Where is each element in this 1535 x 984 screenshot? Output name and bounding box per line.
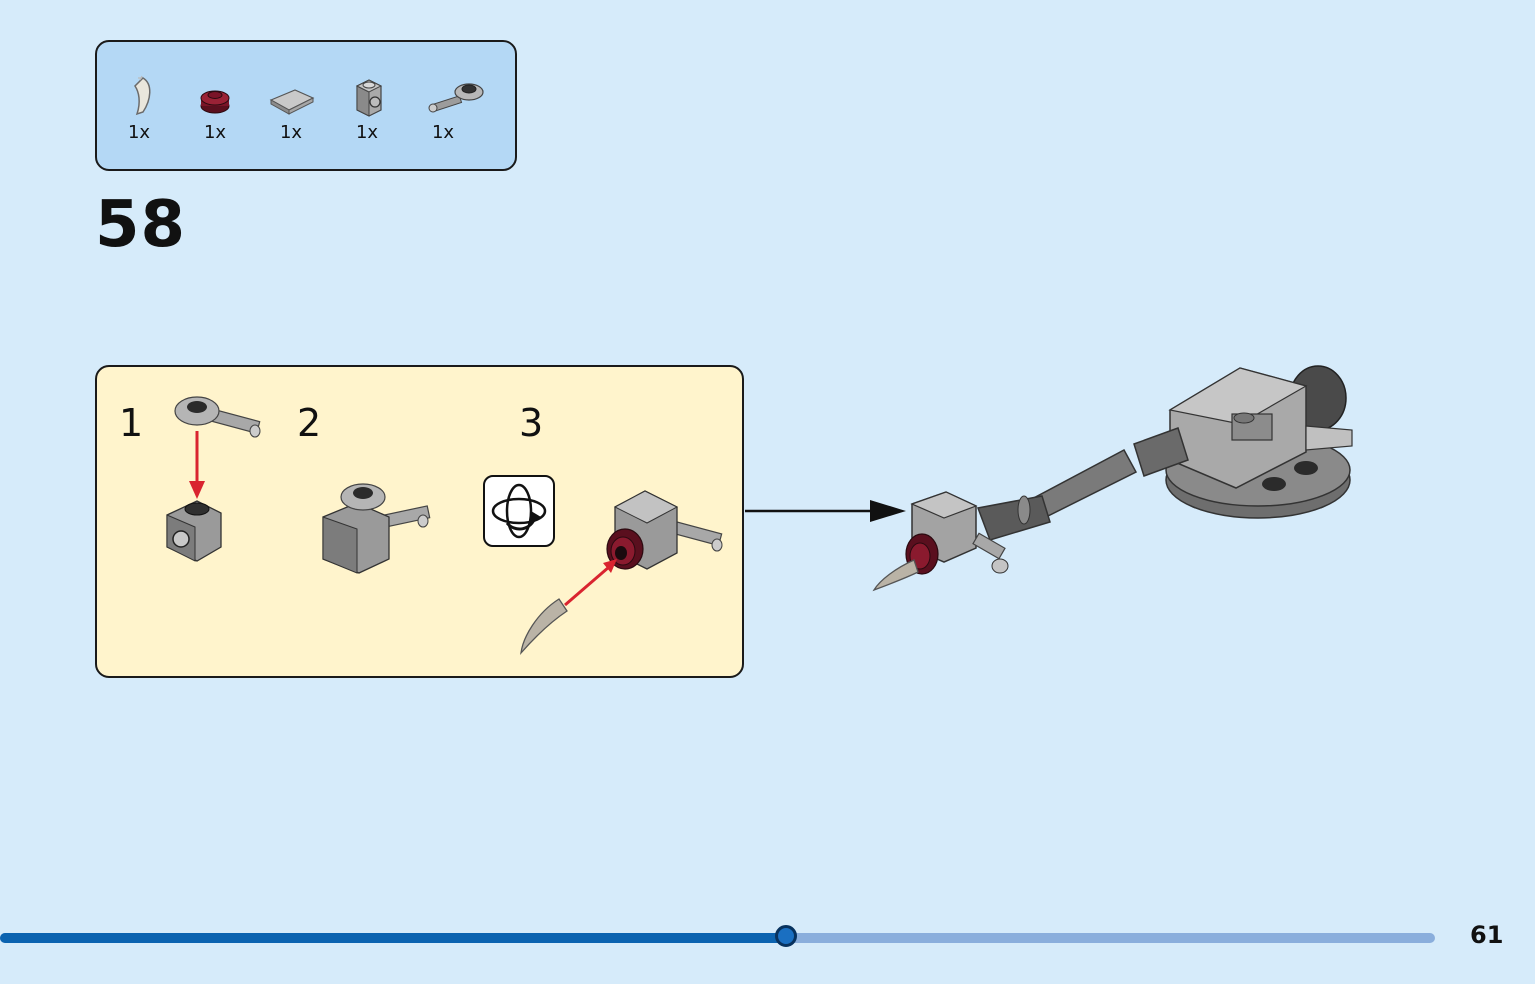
substep-2-assembly [322, 483, 431, 574]
parts-list-item: 1x [337, 72, 397, 147]
part-quantity: 1x [431, 122, 455, 143]
part-quantity: 1x [355, 122, 379, 143]
round-plate-icon [200, 90, 230, 114]
step-number: 58 [95, 188, 187, 262]
plate-with-bar-icon [428, 83, 484, 113]
sub-step-number: 2 [297, 401, 322, 445]
brick-with-stud-icon [355, 79, 383, 117]
progress-bar [0, 925, 1435, 947]
page-number: 61 [1470, 921, 1504, 949]
sub-assembly-illustration [166, 396, 723, 656]
model-claw [872, 491, 1009, 592]
rotate-model-icon [483, 475, 555, 547]
sub-step-number: 1 [119, 401, 144, 445]
model-base [1165, 365, 1353, 519]
progress-indicator [775, 925, 798, 947]
sub-assembly-box: 1 2 3 [95, 365, 744, 678]
parts-list-item: 1x [109, 72, 169, 147]
flat-tile-icon [269, 89, 315, 115]
callout-arrow [745, 500, 906, 522]
substep-3-assembly [520, 490, 723, 656]
part-quantity: 1x [127, 122, 151, 143]
parts-list-item: 1x [413, 72, 484, 147]
model-arm [976, 427, 1189, 541]
sub-step-number: 3 [519, 401, 544, 445]
part-quantity: 1x [279, 122, 303, 143]
substep-1-parts [166, 396, 261, 562]
parts-list-item: 1x [185, 72, 245, 147]
parts-list-box: 1x 1x 1x 1x [95, 40, 517, 171]
part-quantity: 1x [203, 122, 227, 143]
parts-list-item: 1x [261, 72, 321, 147]
progress-fill [0, 933, 787, 943]
tooth-piece-icon [134, 75, 151, 116]
